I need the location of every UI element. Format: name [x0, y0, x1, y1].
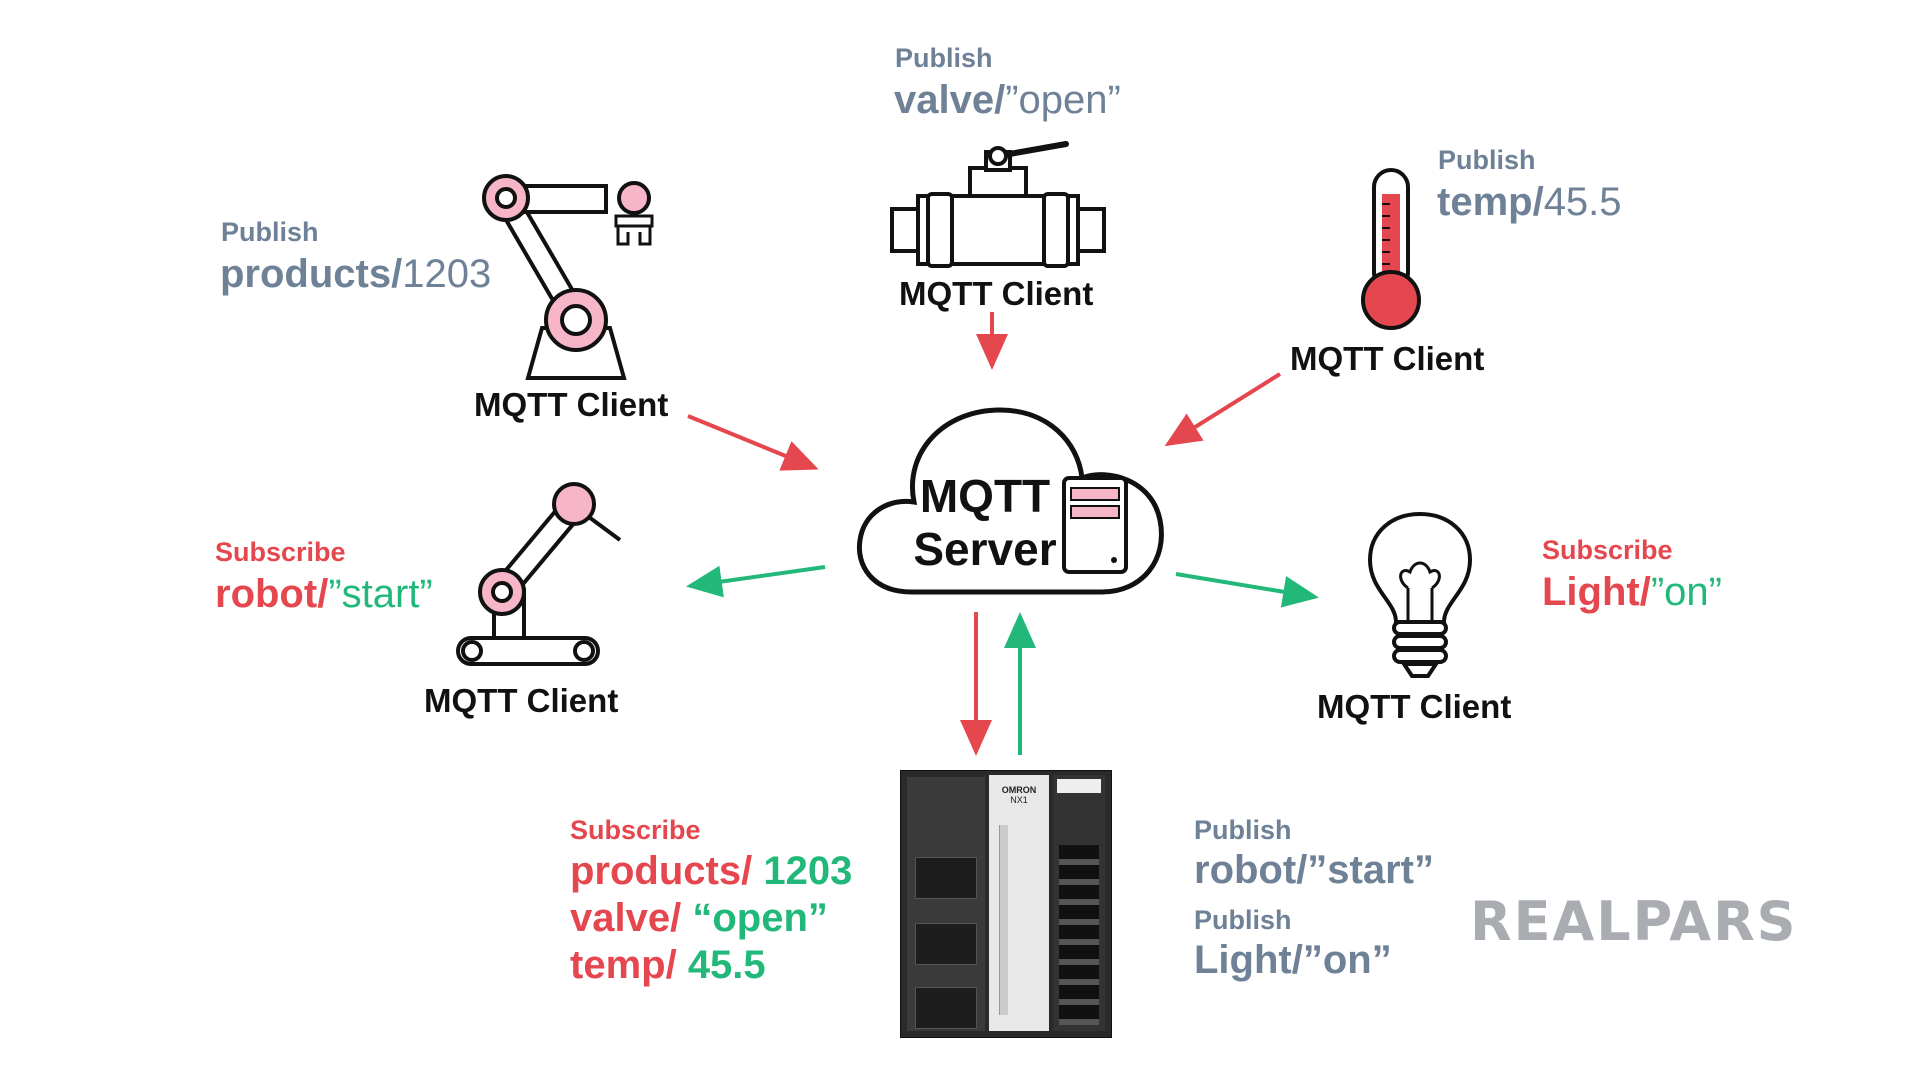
arrow-arm-to-server [687, 414, 819, 471]
plc-subscribe-action: Subscribe [570, 815, 701, 845]
plc-brand: OMRON [1001, 785, 1037, 795]
arm-topic: products/ [220, 252, 403, 296]
light-bulb-icon [1367, 511, 1473, 678]
server-label: MQTT Server [900, 470, 1070, 576]
valve-icon [890, 141, 1106, 268]
server-label-line2: Server [913, 522, 1057, 575]
plc-sub-value: 1203 [763, 849, 853, 893]
mobile-value: ”start” [328, 572, 433, 616]
thermo-client-label: MQTT Client [1290, 340, 1485, 377]
mobile-action: Subscribe [215, 537, 346, 567]
plc-subscribe-list: products/ 1203 valve/ “open” temp/ 45.5 [570, 848, 852, 988]
thermometer-icon [1361, 168, 1421, 330]
plc-model: NX1 [1010, 795, 1028, 805]
plc-publish-text-2: Light/”on” [1194, 938, 1392, 982]
robot-arm-icon [482, 174, 654, 380]
plc-sub-topic: temp/ [570, 942, 677, 987]
plc-sub-item: products/ 1203 [570, 848, 852, 895]
plc-publish-action-1: Publish [1194, 815, 1292, 845]
cloud-server-icon [856, 407, 1164, 595]
plc-left-module [907, 777, 985, 1031]
plc-publish-text-1: robot/”start” [1194, 848, 1434, 892]
plc-publish-action-2: Publish [1194, 905, 1292, 935]
plc-sub-topic: products/ [570, 849, 753, 893]
arm-action: Publish [221, 217, 319, 247]
bulb-value: ”on” [1650, 570, 1722, 614]
mobile-topic: robot/ [215, 572, 329, 616]
valve-client-label: MQTT Client [899, 275, 1094, 312]
plc-sub-value: 45.5 [687, 942, 766, 987]
arm-client-label: MQTT Client [474, 386, 669, 423]
plc-sub-topic: valve/ [570, 895, 682, 940]
valve-value: ”open” [1005, 78, 1121, 122]
arrow-thermo-to-server [1164, 372, 1282, 447]
plc-right-module [1053, 775, 1105, 1031]
arm-value: 1203 [402, 252, 492, 296]
server-label-line1: MQTT [919, 470, 1051, 522]
server-rack-icon [1062, 476, 1128, 574]
thermo-message: temp/45.5 [1437, 180, 1622, 224]
realpars-logo: REALPARS [1470, 890, 1798, 953]
bulb-client-label: MQTT Client [1317, 688, 1512, 725]
bulb-topic: Light/ [1542, 570, 1651, 614]
bulb-action: Subscribe [1542, 535, 1673, 565]
arm-message: products/1203 [220, 252, 491, 296]
valve-topic: valve/ [894, 78, 1006, 122]
valve-message: valve/”open” [894, 78, 1121, 122]
valve-action: Publish [895, 43, 993, 73]
plc-center-module: OMRON NX1 [989, 775, 1049, 1031]
mobile-message: robot/”start” [215, 572, 433, 616]
thermo-value: 45.5 [1543, 180, 1622, 224]
plc-controller-icon: OMRON NX1 [900, 770, 1112, 1038]
plc-sub-value: “open” [692, 895, 828, 940]
thermo-topic: temp/ [1437, 180, 1544, 224]
arrow-server-to-bulb [1175, 572, 1319, 608]
plc-sub-item: valve/ “open” [570, 895, 852, 942]
arrow-server-to-mobile-robot [686, 565, 826, 598]
thermo-action: Publish [1438, 145, 1536, 175]
mobile-robot-icon [456, 482, 622, 666]
mobile-client-label: MQTT Client [424, 682, 619, 719]
plc-sub-item: temp/ 45.5 [570, 942, 852, 989]
bulb-message: Light/”on” [1542, 570, 1722, 614]
